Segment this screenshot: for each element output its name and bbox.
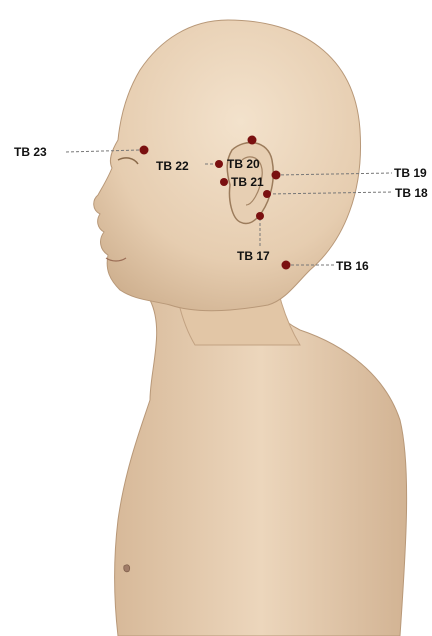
label-tb20: TB 20	[227, 157, 260, 171]
point-tb18	[263, 190, 271, 198]
point-tb16	[282, 261, 291, 270]
point-tb17	[256, 212, 264, 220]
point-tb19	[272, 171, 281, 180]
point-tb20	[248, 136, 257, 145]
point-tb23	[140, 146, 149, 155]
point-tb21	[220, 178, 228, 186]
label-tb16: TB 16	[336, 259, 369, 273]
label-tb17: TB 17	[237, 249, 270, 263]
label-tb23: TB 23	[14, 145, 47, 159]
label-tb18: TB 18	[395, 186, 428, 200]
label-tb19: TB 19	[394, 166, 427, 180]
label-tb22: TB 22	[156, 159, 189, 173]
nipple-shape	[124, 565, 130, 572]
label-tb21: TB 21	[231, 175, 264, 189]
point-tb22	[215, 160, 223, 168]
